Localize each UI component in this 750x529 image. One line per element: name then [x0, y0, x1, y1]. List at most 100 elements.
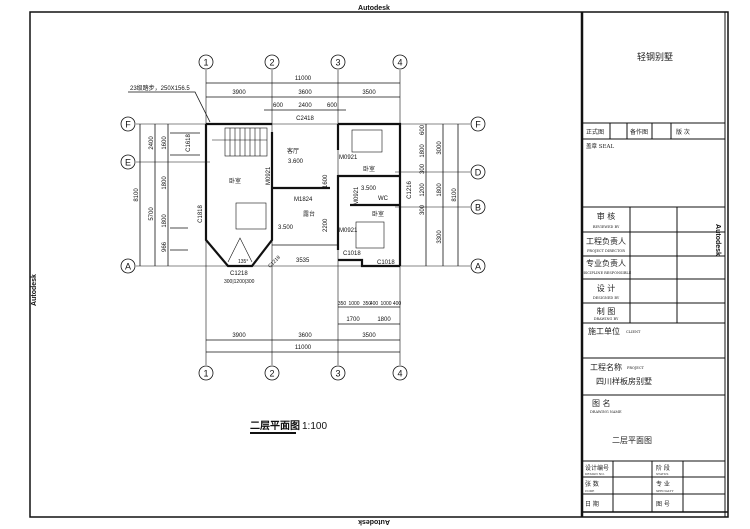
dim-text: 2400 — [149, 136, 155, 150]
room-label-terrace: 露台 — [303, 210, 315, 218]
dim-text: 1800 — [420, 144, 426, 158]
status-backup: 备作图 — [630, 128, 648, 136]
dim-text: 8100 — [134, 188, 140, 202]
project-label-en: PROJECT — [627, 366, 644, 370]
dim-text: 300 — [420, 204, 426, 215]
stair — [212, 127, 268, 157]
sig-label-en: PROJECT DIRECTOR — [587, 249, 625, 253]
dim-text: 600 — [273, 103, 284, 109]
axis-label: A — [475, 262, 481, 272]
specialty-label-en: SPECIALTY — [656, 489, 674, 493]
dim-text: 5700 — [149, 207, 155, 221]
dim-text: 1000 — [348, 301, 359, 307]
dim-text: 3000 — [437, 141, 443, 155]
dim-text: 600 — [327, 103, 338, 109]
sig-label: 制 图 — [597, 306, 616, 316]
watermark-right: Autodesk — [714, 224, 721, 256]
drawing-frame — [29, 11, 729, 518]
dim-text: 966 — [162, 241, 168, 252]
dim-text: 11000 — [295, 345, 312, 351]
dim-text: 11000 — [295, 76, 312, 82]
dim-text: 1700 — [346, 317, 360, 323]
signature-rows: 审 核 REVIEWED BY 工程负责人 PROJECT DIRECTOR 专… — [581, 211, 632, 321]
sig-label-en: DRAWING BY — [594, 317, 619, 321]
stage-label-en: STATUS — [656, 472, 668, 476]
dim-text: 1800 — [377, 317, 391, 323]
level-mark: 3.600 — [288, 159, 304, 165]
watermark-left: Autodesk — [31, 274, 38, 306]
sig-label-en: REVIEWED BY — [593, 225, 620, 229]
sig-label: 专业负责人 — [586, 258, 626, 268]
room-label-bedroom: 卧室 — [363, 165, 375, 173]
dimensions-bottom: 350 1000 350 400 1000 400 1700 1800 3900… — [206, 301, 402, 353]
design-no-label-en: DESIGN NO. — [585, 472, 605, 476]
room-labels: 客厅 3.600 卧室 卧室 卧室 露台 3.500 3.500 WC M092… — [224, 147, 395, 285]
axis-label: 1 — [203, 58, 208, 68]
dimensions-right: 8100 3000 1800 3300 600 1800 300 1200 30… — [407, 124, 459, 266]
sig-label: 设 计 — [597, 283, 616, 293]
specialty-label: 专 业 — [656, 480, 670, 488]
bay-window — [227, 237, 253, 263]
plan-scale: 1:100 — [302, 421, 327, 432]
drawing-name-label-en: DRAWING NAME — [590, 410, 622, 414]
floor-plan: 1 2 3 4 1 2 3 4 F E A F D B A 11000 3900… — [120, 54, 486, 434]
angle-mark: 135° — [238, 259, 248, 265]
axis-label: E — [125, 158, 131, 168]
dim-text: 1800 — [162, 214, 168, 228]
axis-label: F — [125, 120, 131, 130]
door-tag: M1824 — [294, 197, 313, 203]
dim-text: 3600 — [298, 90, 312, 96]
dimensions-top: 11000 3900 3600 3500 600 2400 600 C2418 — [206, 76, 400, 122]
room-label-wc: WC — [378, 196, 389, 202]
dim-text: 1200 — [420, 183, 426, 197]
sheets-label-en: CODE — [585, 489, 594, 493]
axis-label: 3 — [335, 369, 340, 379]
dim-text: 2200 — [323, 218, 329, 232]
dim-text: 1600 — [162, 136, 168, 150]
dim-text: 3535 — [296, 258, 310, 264]
door-tag: M0921 — [354, 186, 360, 205]
project-label: 工程名称 — [590, 362, 622, 372]
door-tag: M0921 — [339, 155, 358, 161]
title-project-short: 轻钢别墅 — [637, 51, 673, 63]
dim-text: 8100 — [452, 188, 458, 202]
axis-label: A — [125, 262, 131, 272]
status-official: 正式图 — [586, 128, 604, 136]
watermark-top: Autodesk — [358, 5, 390, 12]
dim-text: 350 — [363, 301, 372, 307]
sig-label-en: DESIGNED BY — [593, 296, 620, 300]
axis-label: B — [475, 203, 481, 213]
door-tag: M0921 — [339, 228, 358, 234]
dimensions-left: 8100 2400 5700 1600 1800 1800 966 C1618 … — [134, 124, 204, 266]
dim-text: 3500 — [362, 90, 376, 96]
door-tag: M0921 — [266, 166, 272, 185]
status-revision: 版 次 — [676, 128, 690, 136]
axis-label: 2 — [269, 58, 274, 68]
dim-text: 3600 — [298, 333, 312, 339]
axis-label: 3 — [335, 58, 340, 68]
window-tag: C1216 — [407, 181, 413, 199]
sig-label-en: DISCIPLINE RESPONSIBLE — [581, 271, 632, 275]
drawing-name-label: 图 名 — [592, 398, 611, 408]
stage-label: 阶 段 — [656, 464, 670, 472]
dim-text: 2400 — [298, 103, 312, 109]
design-no-label: 设计编号 — [585, 464, 609, 472]
dim-text: 3300 — [437, 230, 443, 244]
window-tag: C2418 — [296, 116, 314, 122]
axis-label: 4 — [397, 58, 402, 68]
dim-text: 400 — [393, 301, 402, 307]
axis-label: D — [475, 168, 482, 178]
drawing-name: 二层平面图 — [612, 436, 652, 445]
sig-label: 工程负责人 — [586, 236, 626, 246]
watermark-bottom: Autodesk — [358, 518, 390, 525]
client-label-en: CLIENT — [626, 330, 641, 334]
dim-text: 300 — [420, 163, 426, 174]
sheets-label: 张 数 — [585, 480, 599, 488]
stair-note: 23级踏步，250X156.5 — [130, 84, 190, 92]
level-mark: 3.500 — [361, 186, 377, 192]
dim-text: 3900 — [232, 90, 246, 96]
date-label: 日 期 — [585, 500, 599, 508]
dim-text: 1800 — [437, 183, 443, 197]
dim-text: 1000 — [380, 301, 391, 307]
